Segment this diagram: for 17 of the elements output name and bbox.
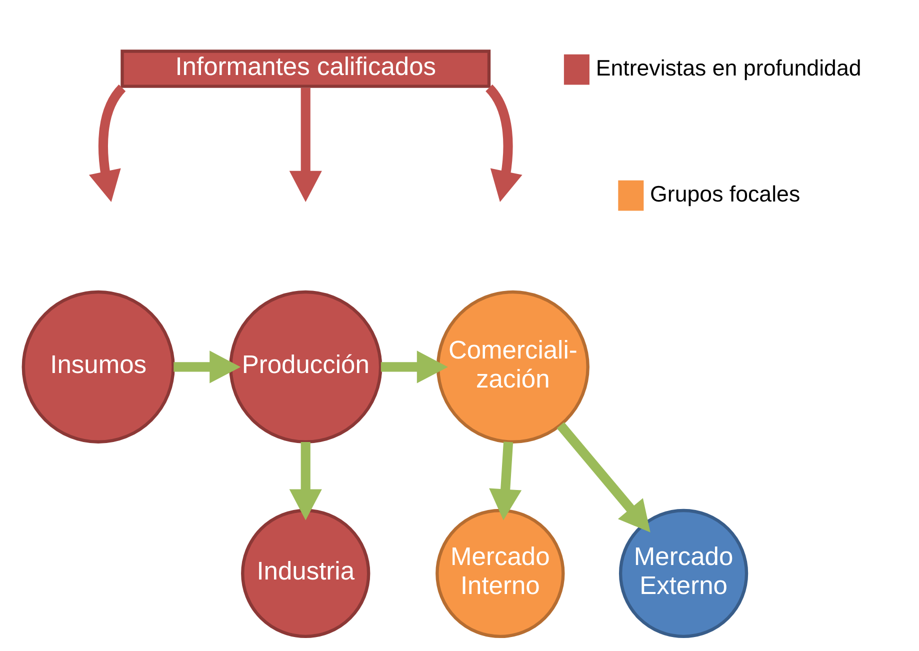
legend-label: Entrevistas en profundidad: [596, 55, 862, 80]
node-circle: Producción: [229, 290, 382, 444]
arrow: [289, 442, 322, 520]
arrow: [556, 422, 650, 532]
node-circle: Comerciali- zación: [436, 290, 590, 444]
arrow: [489, 442, 522, 520]
arrow: [485, 84, 522, 202]
arrow: [88, 84, 126, 202]
legend-label: Grupos focales: [650, 181, 800, 206]
node-circle: Industria: [241, 508, 370, 638]
node-circle: Mercado Externo: [618, 508, 748, 638]
node-circle: Mercado Interno: [436, 508, 565, 638]
arrow: [380, 350, 448, 384]
node-box: Informantes calificados: [120, 50, 491, 88]
arrow: [289, 88, 322, 202]
arrow: [174, 350, 241, 384]
node-circle: Insumos: [22, 290, 175, 444]
